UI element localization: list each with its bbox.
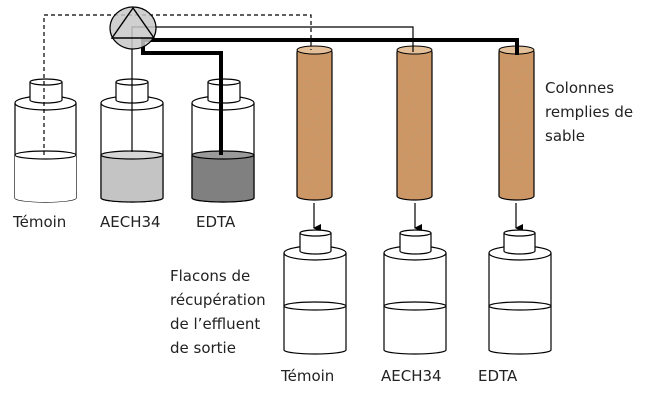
collection-label-line: de sortie	[170, 339, 236, 357]
collection-label-line: récupération	[170, 291, 266, 309]
columns-label-line: remplies de	[545, 103, 634, 121]
collection-label-temoin: Témoin	[281, 367, 335, 385]
columns-label-line: Colonnes	[545, 79, 615, 97]
tube-aech34-thin	[131, 26, 414, 152]
source-label-edta: EDTA	[196, 213, 236, 231]
liquid-level	[14, 150, 77, 160]
tube-temoin-dashed	[43, 14, 312, 155]
bottle-cap	[207, 82, 241, 104]
columns-label-line: sable	[545, 127, 585, 145]
bottle-cap	[29, 82, 63, 104]
peristaltic-pump-icon	[109, 6, 157, 50]
collection-label-line: de l’effluent	[170, 315, 261, 333]
source-bottle-temoin	[14, 78, 77, 203]
sand-column-1	[296, 45, 333, 201]
collection-label-line: Flacons de	[170, 267, 251, 285]
collection-label-aech34: AECH34	[381, 367, 442, 385]
source-label-temoin: Témoin	[13, 213, 67, 231]
collection-bottle-temoin	[283, 229, 347, 355]
sand-column-3	[498, 45, 535, 201]
collection-bottle-edta	[488, 229, 552, 355]
liquid-level	[100, 150, 164, 160]
collection-label: Flacons de récupération de l’effluent de…	[170, 264, 266, 360]
collection-bottle-aech34	[383, 229, 447, 355]
source-label-aech34: AECH34	[100, 213, 161, 231]
collection-label-edta: EDTA	[478, 367, 518, 385]
columns-label: Colonnes remplies de sable	[545, 76, 633, 148]
sand-column-2	[396, 45, 433, 201]
source-bottle-aech34	[100, 78, 164, 203]
